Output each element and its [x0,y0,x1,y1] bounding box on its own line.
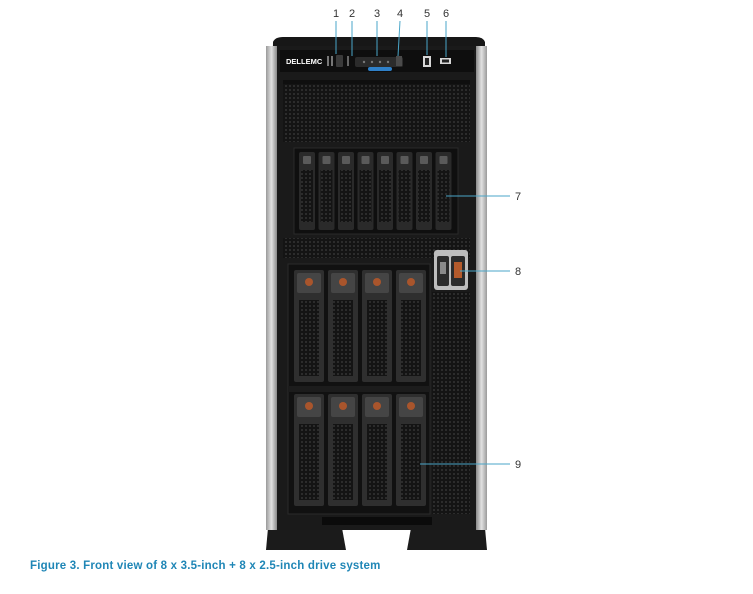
callout-number: 6 [443,8,449,20]
callout-number: 8 [515,266,521,278]
drive-carrier-2-5-inch [416,152,432,230]
drive-carrier-2-5-inch [396,152,413,230]
figure-caption: Figure 3. Front view of 8 x 3.5-inch + 8… [30,560,381,572]
callout-4: 4 [397,8,403,57]
callout-number: 2 [349,8,355,20]
callout-9: 9 [420,459,521,471]
callout-number: 3 [374,8,380,20]
callout-number: 7 [515,191,521,203]
id-button [396,56,402,66]
callout-2: 2 [349,8,355,56]
drive-carrier-2-5-inch [299,152,315,230]
drive-carrier-3-5-inch [396,270,426,382]
large-drive-carriers [294,270,426,506]
drive-carrier-2-5-inch [357,152,374,230]
drive-carrier-3-5-inch [328,270,358,382]
callout-8: 8 [460,266,521,278]
drive-carrier-3-5-inch [362,270,392,382]
callout-number: 9 [515,459,521,471]
drive-carrier-2-5-inch [338,152,354,230]
front-vent-middle [283,238,470,258]
front-vent-side [432,292,470,514]
callout-6: 6 [443,8,449,57]
control-panel: DELLEMC [280,50,474,72]
callout-7: 7 [446,191,521,203]
power-button [336,55,343,67]
optical-drive-bay [434,250,468,290]
drive-carrier-2-5-inch [377,152,393,230]
callout-number: 4 [397,8,403,20]
small-drive-carriers [299,152,452,230]
drive-carrier-2-5-inch [435,152,452,230]
callout-1: 1 [333,8,339,54]
callout-number: 1 [333,8,339,20]
left-foot [266,528,346,550]
callout-number: 5 [424,8,430,20]
drive-carrier-3-5-inch [294,394,324,506]
status-indicator [368,67,392,71]
drive-carrier-3-5-inch [362,394,392,506]
brand-logo: DELLEMC [286,57,323,66]
status-led-indicator [327,56,329,66]
front-vent-upper [283,80,470,142]
callout-5: 5 [424,8,430,55]
right-foot [407,528,487,550]
callout-3: 3 [374,8,380,56]
drive-carrier-3-5-inch [328,394,358,506]
drive-bay-2-5-inch [293,147,459,235]
drive-carrier-3-5-inch [396,394,426,506]
drive-bay-3-5-inch [287,263,431,515]
drive-carrier-3-5-inch [294,270,324,382]
drive-carrier-2-5-inch [318,152,335,230]
